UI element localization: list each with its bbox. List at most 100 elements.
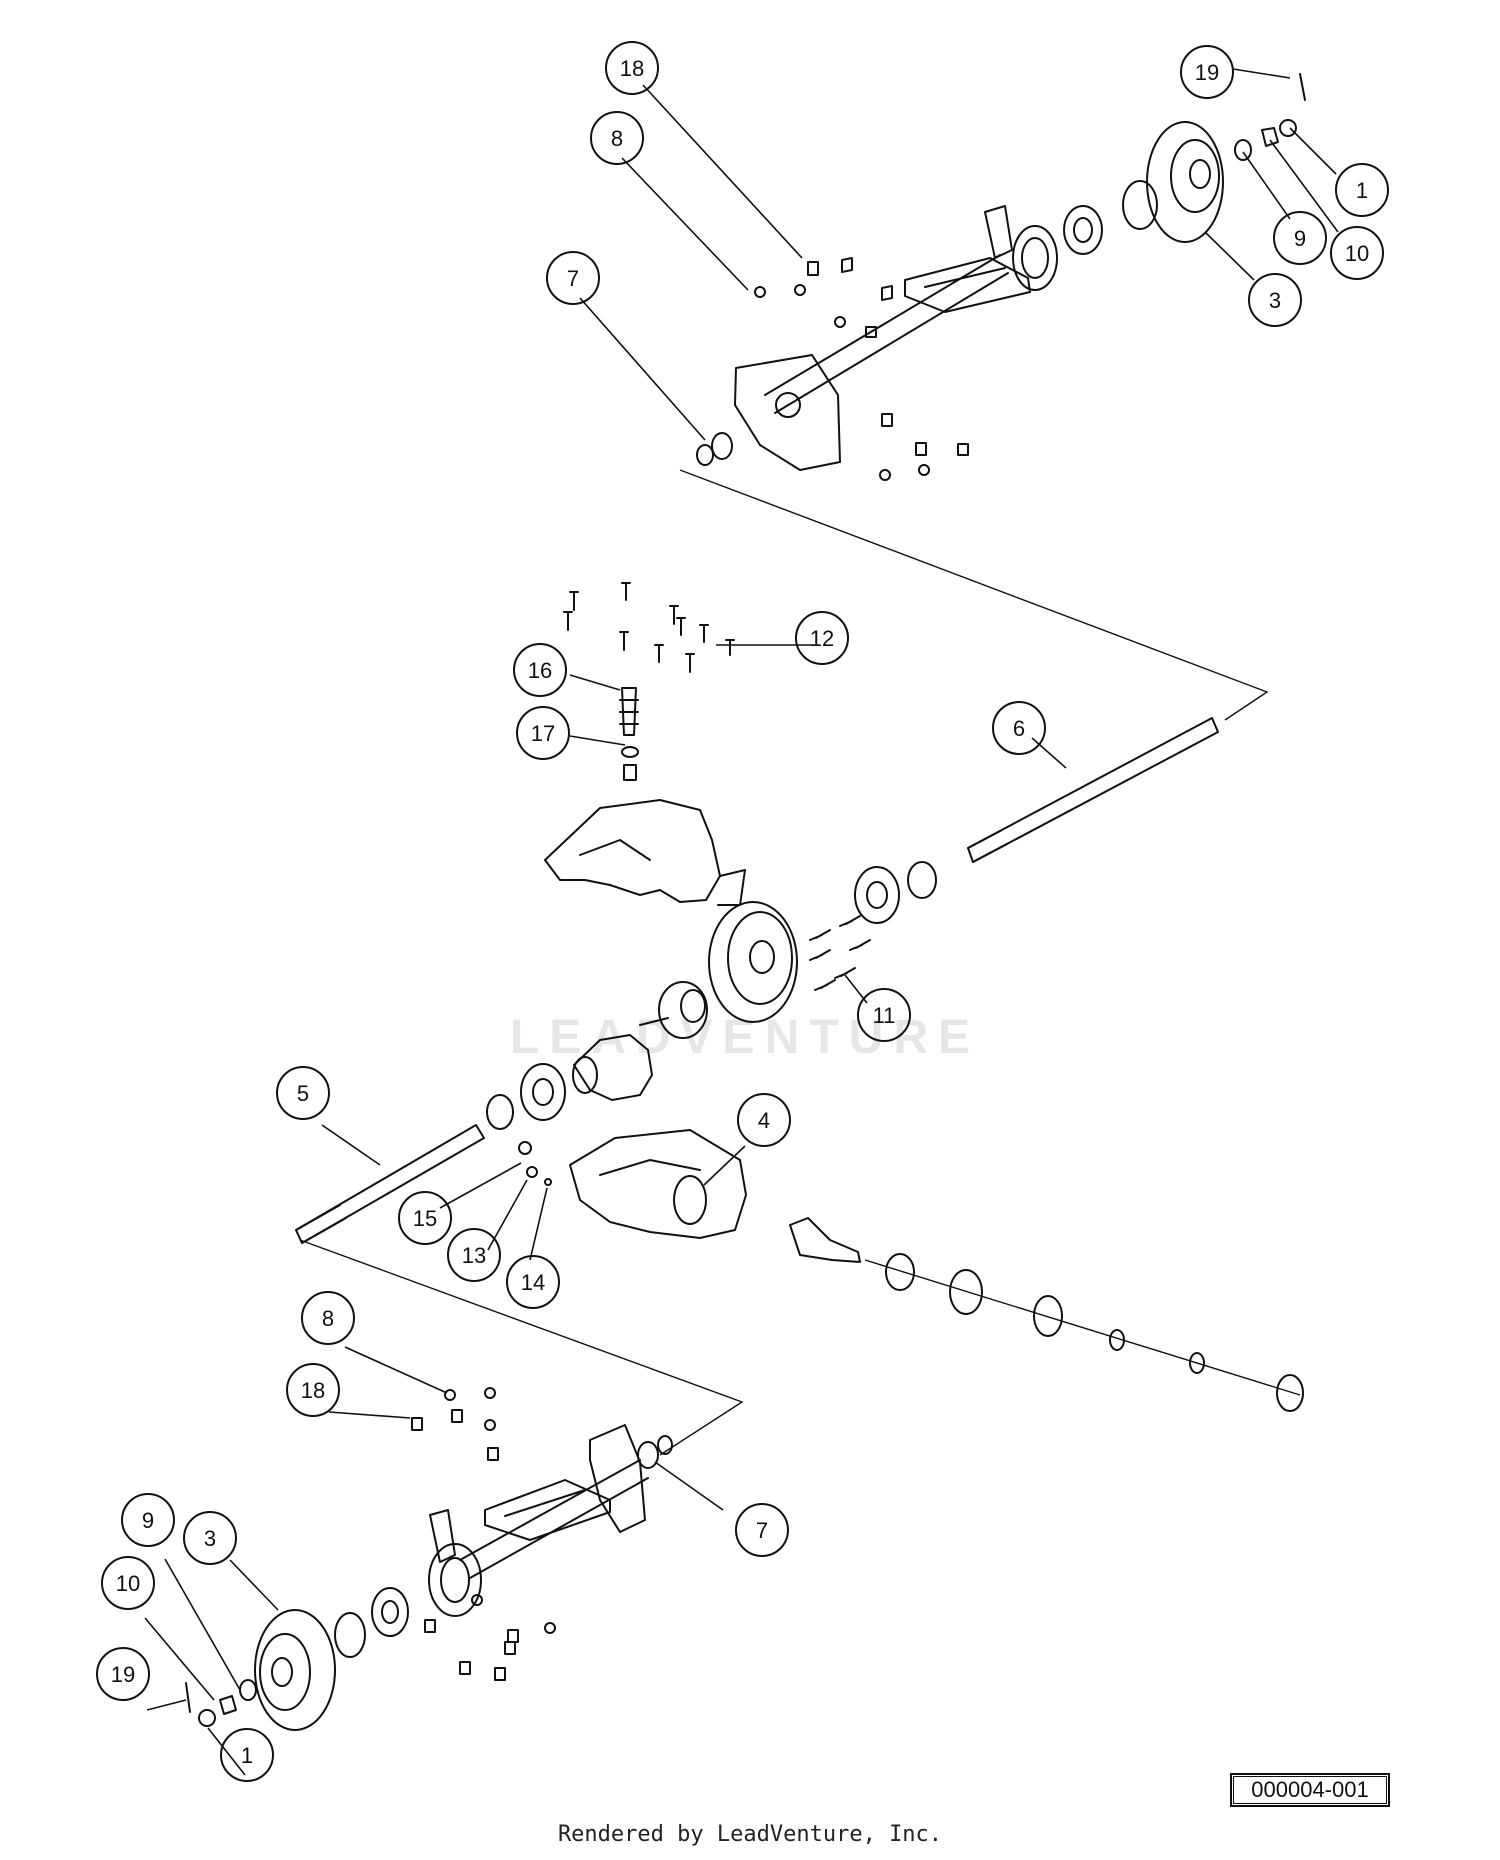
upper-axle-tube xyxy=(764,254,1009,414)
ring-gear xyxy=(708,901,798,1023)
dipstick-fitting xyxy=(623,764,637,781)
svg-text:18: 18 xyxy=(301,1378,325,1403)
svg-text:10: 10 xyxy=(116,1571,140,1596)
svg-text:1: 1 xyxy=(241,1743,253,1768)
callout-circle-icon xyxy=(1335,163,1389,217)
lower-assembly-guide-line xyxy=(299,1239,744,1456)
callout-7-bottom: 7 xyxy=(735,1503,789,1557)
upper-bell-housing xyxy=(1012,225,1058,291)
svg-text:17: 17 xyxy=(531,721,555,746)
callout-19-bottom: 19 xyxy=(96,1647,150,1701)
upper-cotter-pin xyxy=(1299,73,1306,101)
svg-text:4: 4 xyxy=(758,1108,770,1133)
callout-3-top: 3 xyxy=(1248,273,1302,327)
upper-castle-nut xyxy=(1261,127,1279,147)
upper-axle-tube-assembly xyxy=(696,73,1306,481)
callout-circle-icon xyxy=(398,1191,452,1245)
svg-text:3: 3 xyxy=(204,1526,216,1551)
callout-9-top: 9 xyxy=(1273,211,1327,265)
lower-retaining-ring xyxy=(334,1612,366,1658)
pinion-o-ring xyxy=(885,1253,915,1291)
upper-seal xyxy=(711,432,733,460)
callout-circle-icon xyxy=(513,643,567,697)
callout-8-bottom: 8 xyxy=(301,1291,355,1345)
callout-circle-icon xyxy=(276,1066,330,1120)
diagram-id-box: 000004-001 xyxy=(1230,1773,1390,1807)
upper-differential-case xyxy=(544,799,721,903)
callout-circle-icon xyxy=(735,1503,789,1557)
lower-shock-bracket xyxy=(429,1509,456,1563)
dipstick-o-ring xyxy=(621,746,639,758)
callout-circle-icon xyxy=(992,701,1046,755)
svg-text:9: 9 xyxy=(1294,226,1306,251)
ring-gear-bolts xyxy=(809,915,871,991)
lower-cotter-pin xyxy=(185,1682,191,1713)
callout-10-top: 10 xyxy=(1330,226,1384,280)
svg-text:8: 8 xyxy=(611,126,623,151)
lower-nut xyxy=(198,1709,216,1727)
lower-inner-flange xyxy=(589,1424,646,1533)
differential-side-gear xyxy=(658,981,708,1039)
upper-shock-bracket xyxy=(984,205,1013,259)
callout-circle-icon xyxy=(1273,211,1327,265)
svg-text:11: 11 xyxy=(873,1003,896,1028)
left-diff-bearing xyxy=(520,1063,566,1121)
callout-circle-icon xyxy=(101,1556,155,1610)
leader-lines xyxy=(144,68,1339,1776)
upper-inner-flange xyxy=(734,354,841,471)
upper-washer xyxy=(1234,139,1252,161)
svg-text:1: 1 xyxy=(1356,178,1368,203)
left-diff-seal xyxy=(486,1094,514,1130)
upper-nut xyxy=(1279,119,1297,137)
fill-plug xyxy=(518,1141,532,1155)
svg-text:19: 19 xyxy=(1195,60,1219,85)
svg-text:9: 9 xyxy=(142,1508,154,1533)
lower-bell-housing xyxy=(428,1543,482,1617)
callout-circle-icon xyxy=(96,1647,150,1701)
lower-differential-case xyxy=(569,1129,747,1239)
callout-circle-icon xyxy=(737,1093,791,1147)
callout-1-bottom: 1 xyxy=(220,1728,274,1782)
svg-text:6: 6 xyxy=(1013,716,1025,741)
callout-15: 15 xyxy=(398,1191,452,1245)
dipstick-breather xyxy=(619,687,639,736)
upper-bolts xyxy=(754,257,969,481)
callout-circle-icon xyxy=(516,706,570,760)
right-diff-seal xyxy=(907,861,937,899)
callout-3-bottom: 3 xyxy=(183,1511,237,1565)
svg-text:13: 13 xyxy=(462,1243,486,1268)
svg-text:8: 8 xyxy=(322,1306,334,1331)
callouts: 18 19 8 1 9 10 7 3 xyxy=(96,41,1389,1782)
callout-13: 13 xyxy=(447,1228,501,1282)
axle-shaft-right xyxy=(967,717,1219,863)
callout-10-bottom: 10 xyxy=(101,1556,155,1610)
lower-castle-nut xyxy=(219,1695,237,1715)
svg-text:19: 19 xyxy=(111,1662,135,1687)
drain-washer xyxy=(544,1178,552,1186)
axle-shaft-left xyxy=(295,1124,485,1244)
pinion-guide-line xyxy=(864,1259,1301,1396)
upper-flange-bore xyxy=(775,392,801,418)
upper-assembly-guide-line xyxy=(679,469,1269,721)
callout-circle-icon xyxy=(1180,45,1234,99)
pinion-bearing-1 xyxy=(949,1269,983,1315)
callout-12: 12 xyxy=(795,611,849,665)
callout-17: 17 xyxy=(516,706,570,760)
svg-text:12: 12 xyxy=(810,626,834,651)
upper-bearing xyxy=(1063,205,1103,255)
callout-5: 5 xyxy=(276,1066,330,1120)
differential-carrier xyxy=(573,1034,653,1101)
callout-circle-icon xyxy=(286,1363,340,1417)
upper-spring-plate xyxy=(904,257,1031,313)
svg-text:7: 7 xyxy=(567,266,579,291)
lower-spring-plate xyxy=(484,1479,611,1541)
upper-case-bolts xyxy=(563,582,735,673)
svg-text:15: 15 xyxy=(413,1206,437,1231)
svg-text:5: 5 xyxy=(297,1081,309,1106)
callout-circle-icon xyxy=(220,1728,274,1782)
callout-circle-icon xyxy=(605,41,659,95)
callout-11: 11 xyxy=(857,988,911,1042)
callout-circle-icon xyxy=(121,1493,175,1547)
callout-1-top: 1 xyxy=(1335,163,1389,217)
lower-seal xyxy=(637,1441,659,1469)
